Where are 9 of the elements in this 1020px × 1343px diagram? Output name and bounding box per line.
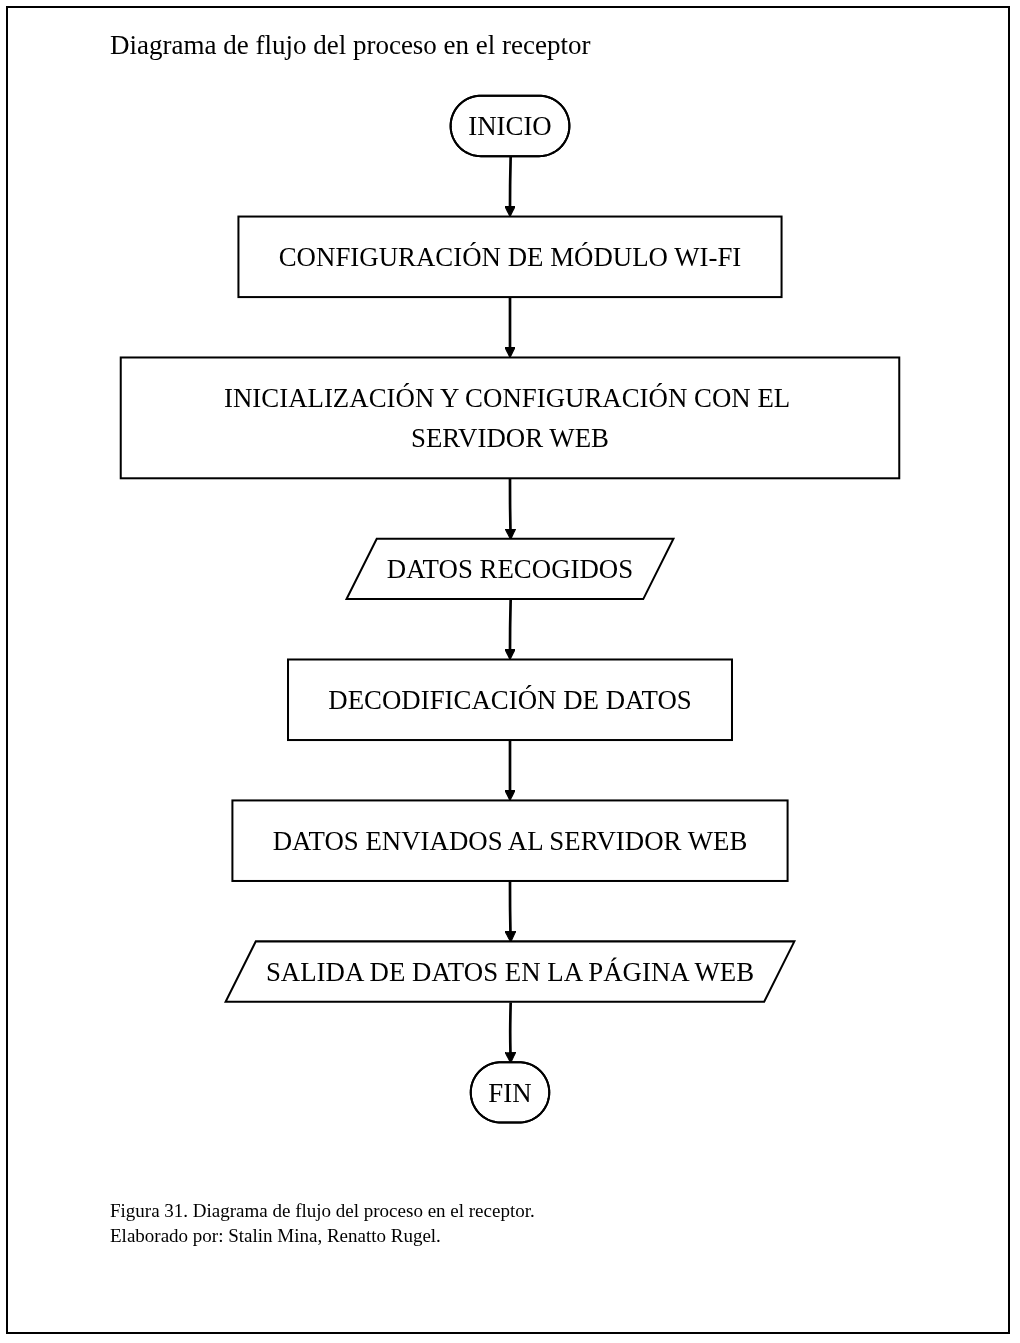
- figure-caption: Figura 31. Diagrama de flujo del proceso en el receptor.: [110, 1200, 535, 1222]
- node-box: DATOS ENVIADOS AL SERVIDOR WEB: [231, 799, 789, 882]
- author-note: Elaborado por: Stalin Mina, Renatto Rugel.: [110, 1225, 441, 1247]
- node-box: DECODIFICACIÓN DE DATOS: [287, 658, 733, 742]
- arrow: [504, 740, 516, 801]
- node-box: INICIALIZACIÓN Y CONFIGURACIÓN CON EL SERVIDOR WEB: [119, 356, 901, 480]
- arrow: [504, 297, 516, 358]
- node-box: CONFIGURACIÓN DE MÓDULO WI-FI: [237, 215, 783, 299]
- diagram-title: Diagrama de flujo del proceso en el receptor: [110, 30, 591, 61]
